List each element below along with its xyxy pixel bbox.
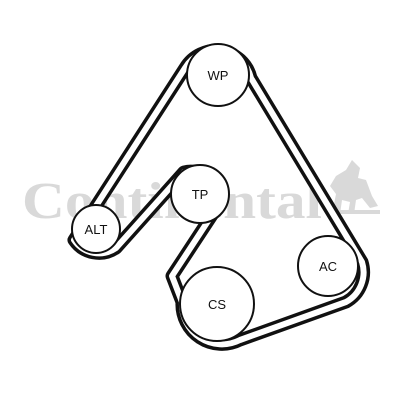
pulley-tp: TP — [170, 164, 230, 224]
pulley-wp-circle — [186, 43, 250, 107]
pulley-alt-circle — [71, 204, 121, 254]
pulley-alt: ALT — [71, 204, 121, 254]
pulley-ac-circle — [297, 235, 359, 297]
pulley-ac-label: AC — [319, 259, 337, 274]
pulley-wp: WP — [186, 43, 250, 107]
pulley-alt-label: ALT — [85, 222, 108, 237]
pulley-tp-label: TP — [192, 187, 209, 202]
pulley-cs-circle — [179, 266, 255, 342]
pulley-cs: CS — [179, 266, 255, 342]
pulley-ac: AC — [297, 235, 359, 297]
pulley-tp-circle — [170, 164, 230, 224]
pulley-cs-label: CS — [208, 297, 226, 312]
rearing-horse-icon — [328, 160, 380, 214]
pulley-wp-label: WP — [208, 68, 229, 83]
